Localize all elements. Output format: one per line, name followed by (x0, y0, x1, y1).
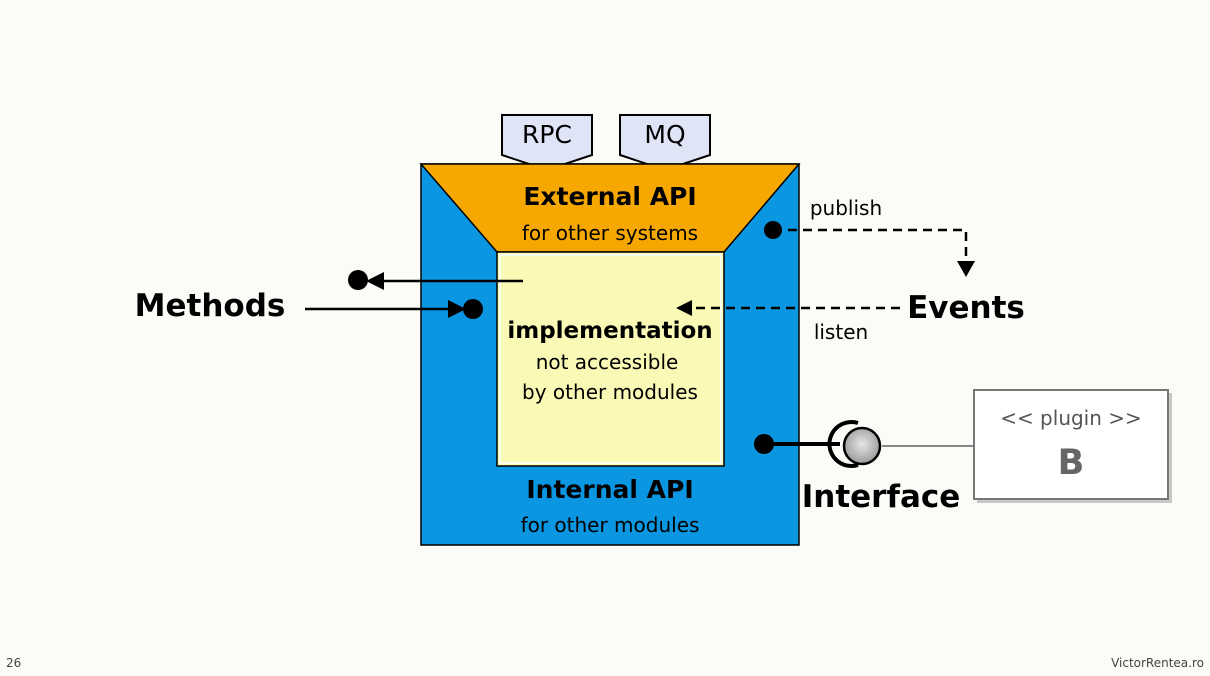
plugin-stereotype: << plugin >> (1000, 406, 1142, 430)
publish-arrow (764, 221, 975, 277)
internal-api-subtitle: for other modules (521, 513, 700, 537)
external-api-title: External API (523, 182, 696, 211)
interface-socket-icon (842, 426, 882, 466)
listen-label: listen (814, 320, 868, 344)
events-label: Events (907, 290, 1025, 326)
method-incoming-arrow (305, 299, 483, 319)
implementation-line2: by other modules (522, 380, 698, 404)
interface-connector (754, 420, 975, 468)
slide-number: 26 (6, 656, 22, 670)
mq-label: MQ (644, 120, 685, 149)
implementation-title: implementation (507, 318, 712, 344)
internal-api-title: Internal API (526, 475, 693, 504)
mq-tab: MQ (619, 114, 711, 172)
plugin-box: << plugin >> B (973, 389, 1172, 503)
listen-arrow (676, 300, 900, 316)
methods-label: Methods (135, 288, 286, 324)
credit-text: VictorRentea.ro (1111, 656, 1204, 670)
publish-label: publish (810, 196, 882, 220)
implementation-box (496, 251, 725, 467)
implementation-line1: not accessible (536, 350, 679, 374)
external-api-subtitle: for other systems (522, 221, 698, 245)
rpc-label: RPC (522, 120, 572, 149)
rpc-tab: RPC (501, 114, 593, 172)
method-outgoing-arrow (348, 270, 523, 290)
plugin-name: B (1058, 443, 1085, 483)
interface-label: Interface (802, 479, 961, 515)
